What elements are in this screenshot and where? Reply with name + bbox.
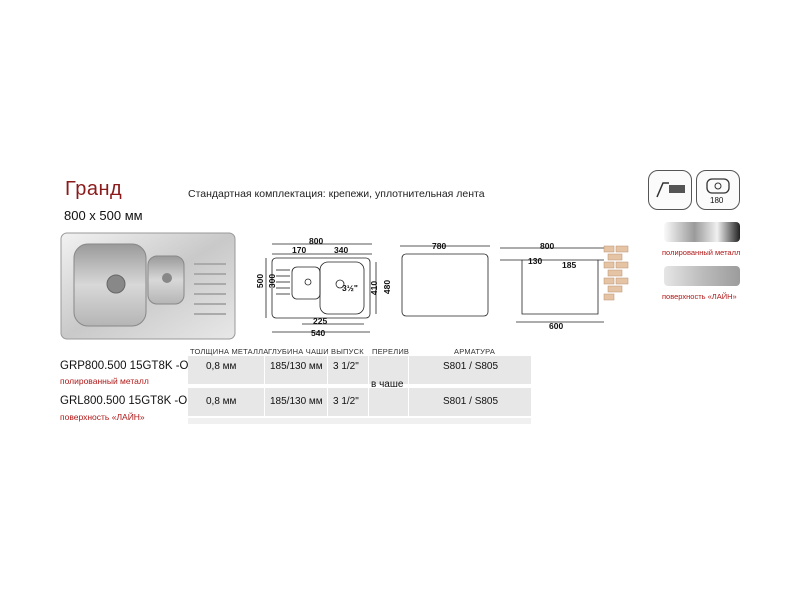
header-depth: Глубина чаши — [268, 347, 329, 356]
dim-side-d1: 130 — [528, 256, 543, 266]
header-outlet: Выпуск — [331, 347, 364, 356]
column-divider — [264, 356, 265, 416]
model-finish-2: поверхность «ЛАЙН» — [60, 412, 145, 422]
dim-bottom-outer: 540 — [311, 328, 326, 338]
dim-bowl-h: 410 — [369, 280, 380, 296]
dim-side-bottom: 600 — [549, 321, 564, 331]
overflow-value: в чаше — [371, 379, 404, 390]
dim-side-d2: 185 — [562, 260, 577, 270]
dim-cutout-width: 780 — [432, 241, 447, 251]
column-divider — [408, 356, 409, 416]
sink-photo — [60, 232, 236, 340]
dim-small: 170 — [292, 245, 307, 255]
header-thickness: Толщина металла — [190, 347, 269, 356]
dim-overall: 800 — [309, 236, 324, 246]
top-view-drawing — [265, 243, 377, 333]
column-divider — [327, 356, 328, 416]
outlet-2: 3 1/2" — [333, 396, 359, 407]
dim-side-width: 800 — [540, 241, 555, 251]
dim-bottom-inner: 225 — [313, 316, 328, 326]
model-name-1: GRP800.500 15GT8K -O — [60, 360, 189, 372]
product-title: Гранд — [65, 178, 123, 200]
polished-label: полированный металл — [662, 248, 741, 257]
model-finish-1: полированный металл — [60, 376, 149, 386]
cutout-drawing — [400, 245, 490, 317]
dim-height-outer: 500 — [255, 273, 266, 289]
kit-description: Стандартная комплектация: крепежи, уплот… — [188, 188, 485, 200]
fittings-1: S801 / S805 — [443, 361, 499, 372]
dim-outlet: 3½" — [342, 283, 358, 293]
top-mount-icon — [648, 170, 692, 210]
table-row-band — [188, 388, 531, 416]
polished-swatch — [664, 222, 740, 242]
depth-2: 185/130 мм — [270, 396, 323, 407]
line-swatch — [664, 266, 740, 286]
dim-big: 340 — [334, 245, 349, 255]
header-overflow: Перелив — [372, 347, 410, 356]
fittings-2: S801 / S805 — [443, 396, 499, 407]
thickness-2: 0,8 мм — [206, 396, 237, 407]
product-size: 800 x 500 мм — [64, 208, 143, 223]
dim-side-h: 480 — [382, 279, 393, 295]
model-name-2: GRL800.500 15GT8K -O — [60, 395, 188, 407]
column-divider — [368, 356, 369, 416]
bowl-radius-icon: 180 — [696, 170, 740, 210]
thickness-1: 0,8 мм — [206, 361, 237, 372]
header-fittings: Арматура — [454, 347, 496, 356]
table-row-band — [188, 356, 531, 384]
line-label: поверхность «ЛАЙН» — [662, 292, 737, 301]
dim-height-inner: 300 — [267, 273, 278, 289]
depth-1: 185/130 мм — [270, 361, 323, 372]
table-footer-band — [188, 418, 531, 424]
outlet-1: 3 1/2" — [333, 361, 359, 372]
bowl-radius-value: 180 — [710, 196, 724, 205]
side-section-drawing — [500, 245, 629, 323]
